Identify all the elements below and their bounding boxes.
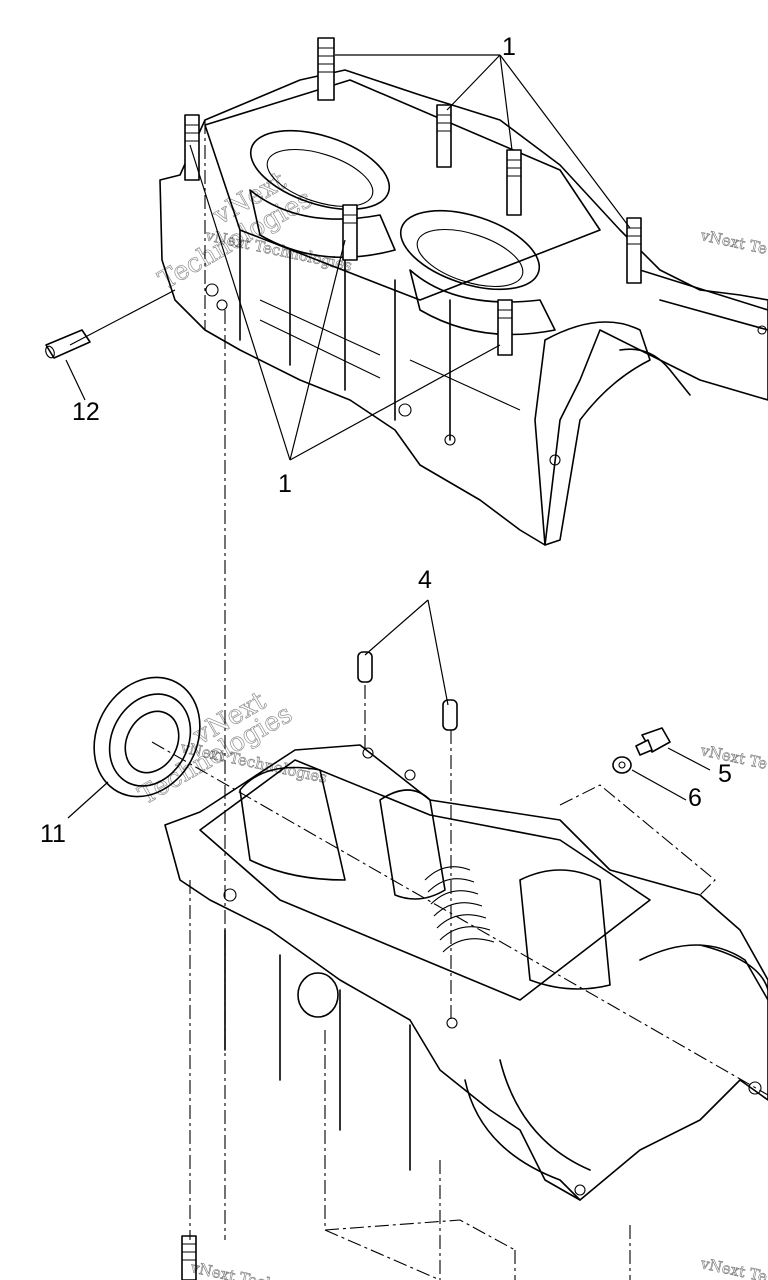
dowel-pin-12 [45, 329, 91, 359]
watermark-edge-top: vNext Te [698, 226, 768, 258]
callout-12: 12 [72, 398, 100, 426]
leader-lines [65, 54, 711, 819]
oil-seal-11 [93, 676, 201, 798]
dowel-4b [442, 699, 458, 731]
watermark-edge-mid: vNext Te [698, 741, 768, 773]
washer-6 [612, 756, 632, 774]
drain-bolt-5 [635, 727, 671, 756]
dowel-4a [357, 651, 373, 683]
callout-5: 5 [718, 760, 732, 788]
upper-crankcase [45, 37, 768, 546]
watermark-bottom: vNext Technologies [188, 1258, 338, 1280]
stud-5 [184, 114, 200, 181]
stud-1 [317, 37, 335, 101]
callout-1-top: 1 [502, 33, 516, 61]
stud-4 [626, 217, 642, 284]
callout-6: 6 [688, 784, 702, 812]
stud-6 [342, 204, 358, 261]
callout-4: 4 [418, 566, 432, 594]
oil-fins [424, 866, 495, 953]
callout-11: 11 [40, 820, 66, 848]
stud-2 [436, 104, 452, 168]
lower-crankcase [164, 651, 768, 1280]
stud-3 [506, 149, 522, 216]
lower-stud [181, 1235, 197, 1280]
callout-1-bottom: 1 [278, 470, 292, 498]
watermark-edge-bottom: vNext Te [698, 1254, 768, 1280]
callouts: 1 1 4 5 6 11 12 [40, 33, 732, 848]
assembly-centerlines [151, 120, 768, 1280]
stud-7 [497, 299, 513, 356]
